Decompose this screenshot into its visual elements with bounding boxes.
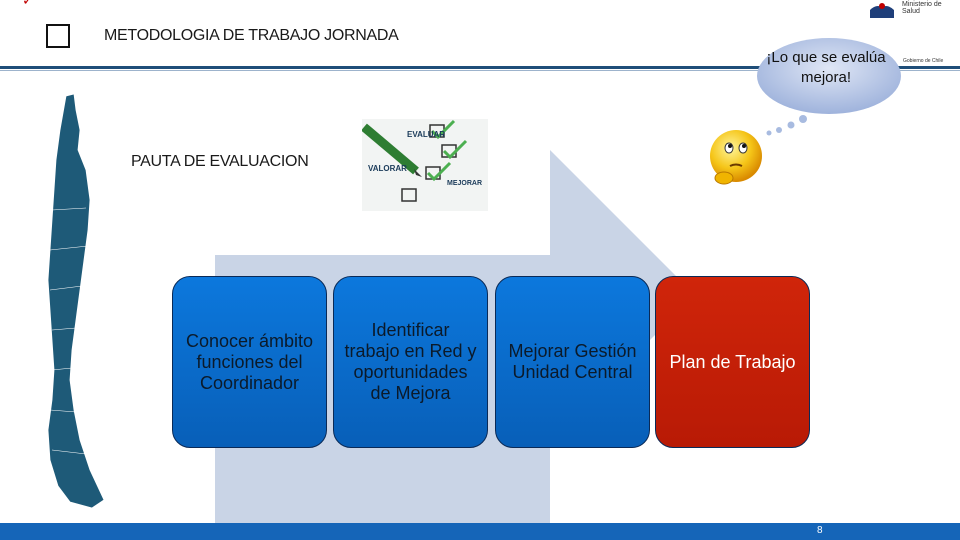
bubble-text: ¡Lo que se evalúa mejora! xyxy=(766,49,886,86)
header-rule-thin xyxy=(0,70,960,71)
section-subtitle: PAUTA DE EVALUACION xyxy=(131,153,309,170)
thought-bubble xyxy=(757,38,901,136)
slide-title: METODOLOGIA DE TRABAJO JORNADA xyxy=(104,27,399,44)
ministry-logo-icon xyxy=(862,0,902,20)
footer-bar xyxy=(0,523,960,540)
label-valorar: VALORAR xyxy=(368,164,407,173)
step-box-3: Mejorar Gestión Unidad Central xyxy=(495,276,650,448)
step-box-2: Identificar trabajo en Red y oportunidad… xyxy=(333,276,488,448)
label-mejorar: MEJORAR xyxy=(447,180,483,187)
ministry-logo-text: Ministerio de Salud xyxy=(902,1,942,15)
step-box-1: Conocer ámbito funciones del Coordinador xyxy=(172,276,327,448)
checkmark-icon: ✓ xyxy=(22,0,34,9)
chile-map-icon xyxy=(47,93,105,509)
checkbox xyxy=(46,24,70,48)
header-rule xyxy=(0,66,960,69)
ministry-logo-tagline: Gobierno de Chile xyxy=(903,58,944,64)
checklist-pencil-icon xyxy=(361,119,488,211)
page-number: 8 xyxy=(817,525,823,536)
step-box-4: Plan de Trabajo xyxy=(655,276,810,448)
thinking-emoji-icon xyxy=(710,130,762,185)
label-evaluar: EVALUAR xyxy=(407,130,446,139)
